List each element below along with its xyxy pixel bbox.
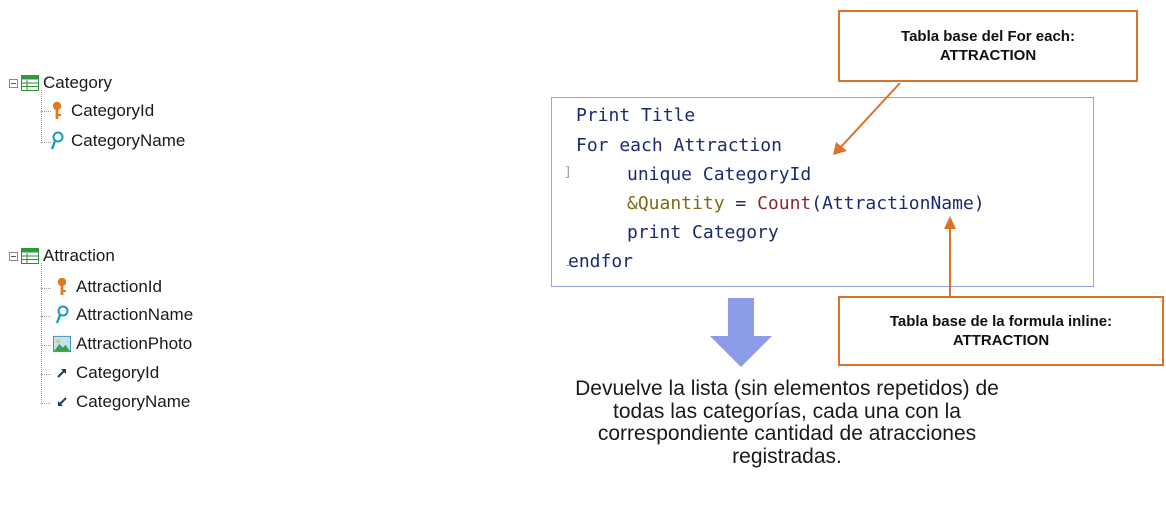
code-line: For each Attraction	[576, 135, 782, 156]
callout-title: Tabla base de la formula inline:	[889, 313, 1113, 330]
result-description: Devuelve la lista (sin elementos repetid…	[522, 377, 1052, 468]
collapse-icon[interactable]	[9, 251, 18, 261]
category-table-label: Category	[43, 73, 112, 92]
code-editor[interactable]: ] - Print Title For each Attraction uniq…	[551, 97, 1094, 287]
attribute-label: AttractionPhoto	[76, 334, 193, 353]
key-icon	[53, 277, 71, 297]
fold-marker: -	[564, 258, 572, 273]
attribute-item[interactable]: CategoryId	[48, 101, 154, 121]
attribute-item[interactable]: AttractionName	[53, 305, 193, 325]
code-line: endfor	[568, 251, 634, 272]
inline-formula-base-table-callout: Tabla base de la formula inline: ATTRACT…	[838, 296, 1164, 366]
code-line: Print Title	[576, 105, 696, 126]
image-icon	[53, 334, 71, 354]
result-line: Devuelve la lista (sin elementos repetid…	[575, 377, 999, 400]
code-line: print Category	[627, 222, 779, 243]
attribute-item[interactable]: CategoryName	[53, 392, 190, 412]
callout-arrowhead	[833, 142, 847, 155]
code-argument: (AttractionName)	[811, 193, 985, 214]
collapse-icon[interactable]	[9, 78, 18, 88]
code-line: &Quantity = Count(AttractionName)	[627, 193, 985, 214]
callout-table: ATTRACTION	[939, 47, 1037, 64]
code-line: unique CategoryId	[627, 164, 812, 185]
attribute-label: CategoryName	[76, 392, 191, 411]
fold-marker: ]	[564, 165, 572, 180]
callout-table: ATTRACTION	[952, 332, 1050, 349]
attribute-item[interactable]: CategoryName	[48, 131, 185, 151]
result-line: todas las categorías, cada una con la	[613, 399, 961, 423]
attribute-label: AttractionId	[76, 277, 162, 296]
attribute-label: AttractionName	[76, 305, 194, 324]
callout-title: Tabla base del For each:	[901, 28, 1075, 45]
attribute-item[interactable]: CategoryId	[53, 363, 159, 383]
foreign-key-up-icon	[53, 363, 71, 383]
table-icon	[21, 248, 39, 264]
attribute-label: CategoryName	[71, 131, 186, 150]
attraction-table-label: Attraction	[43, 246, 115, 265]
callout-pointer	[839, 82, 901, 149]
category-table-node[interactable]: Category	[9, 73, 112, 93]
foreach-base-table-callout: Tabla base del For each: ATTRACTION	[838, 10, 1138, 82]
attribute-label: CategoryId	[71, 101, 155, 120]
down-arrow-icon	[710, 298, 772, 367]
result-line: registradas.	[732, 444, 842, 468]
code-operator: =	[724, 193, 758, 214]
search-key-icon	[48, 131, 66, 151]
attribute-label: CategoryId	[76, 363, 160, 382]
attraction-table-node[interactable]: Attraction	[9, 246, 115, 266]
search-key-icon	[53, 305, 71, 325]
table-icon	[21, 75, 39, 91]
result-line: correspondiente cantidad de atracciones	[597, 422, 977, 445]
code-variable: &Quantity	[627, 193, 725, 214]
key-icon	[48, 101, 66, 121]
code-function: Count	[757, 193, 812, 214]
attribute-item[interactable]: AttractionId	[53, 277, 162, 297]
attribute-item[interactable]: AttractionPhoto	[53, 334, 192, 354]
callout-arrowhead	[944, 216, 956, 229]
inferred-down-icon	[53, 392, 71, 412]
